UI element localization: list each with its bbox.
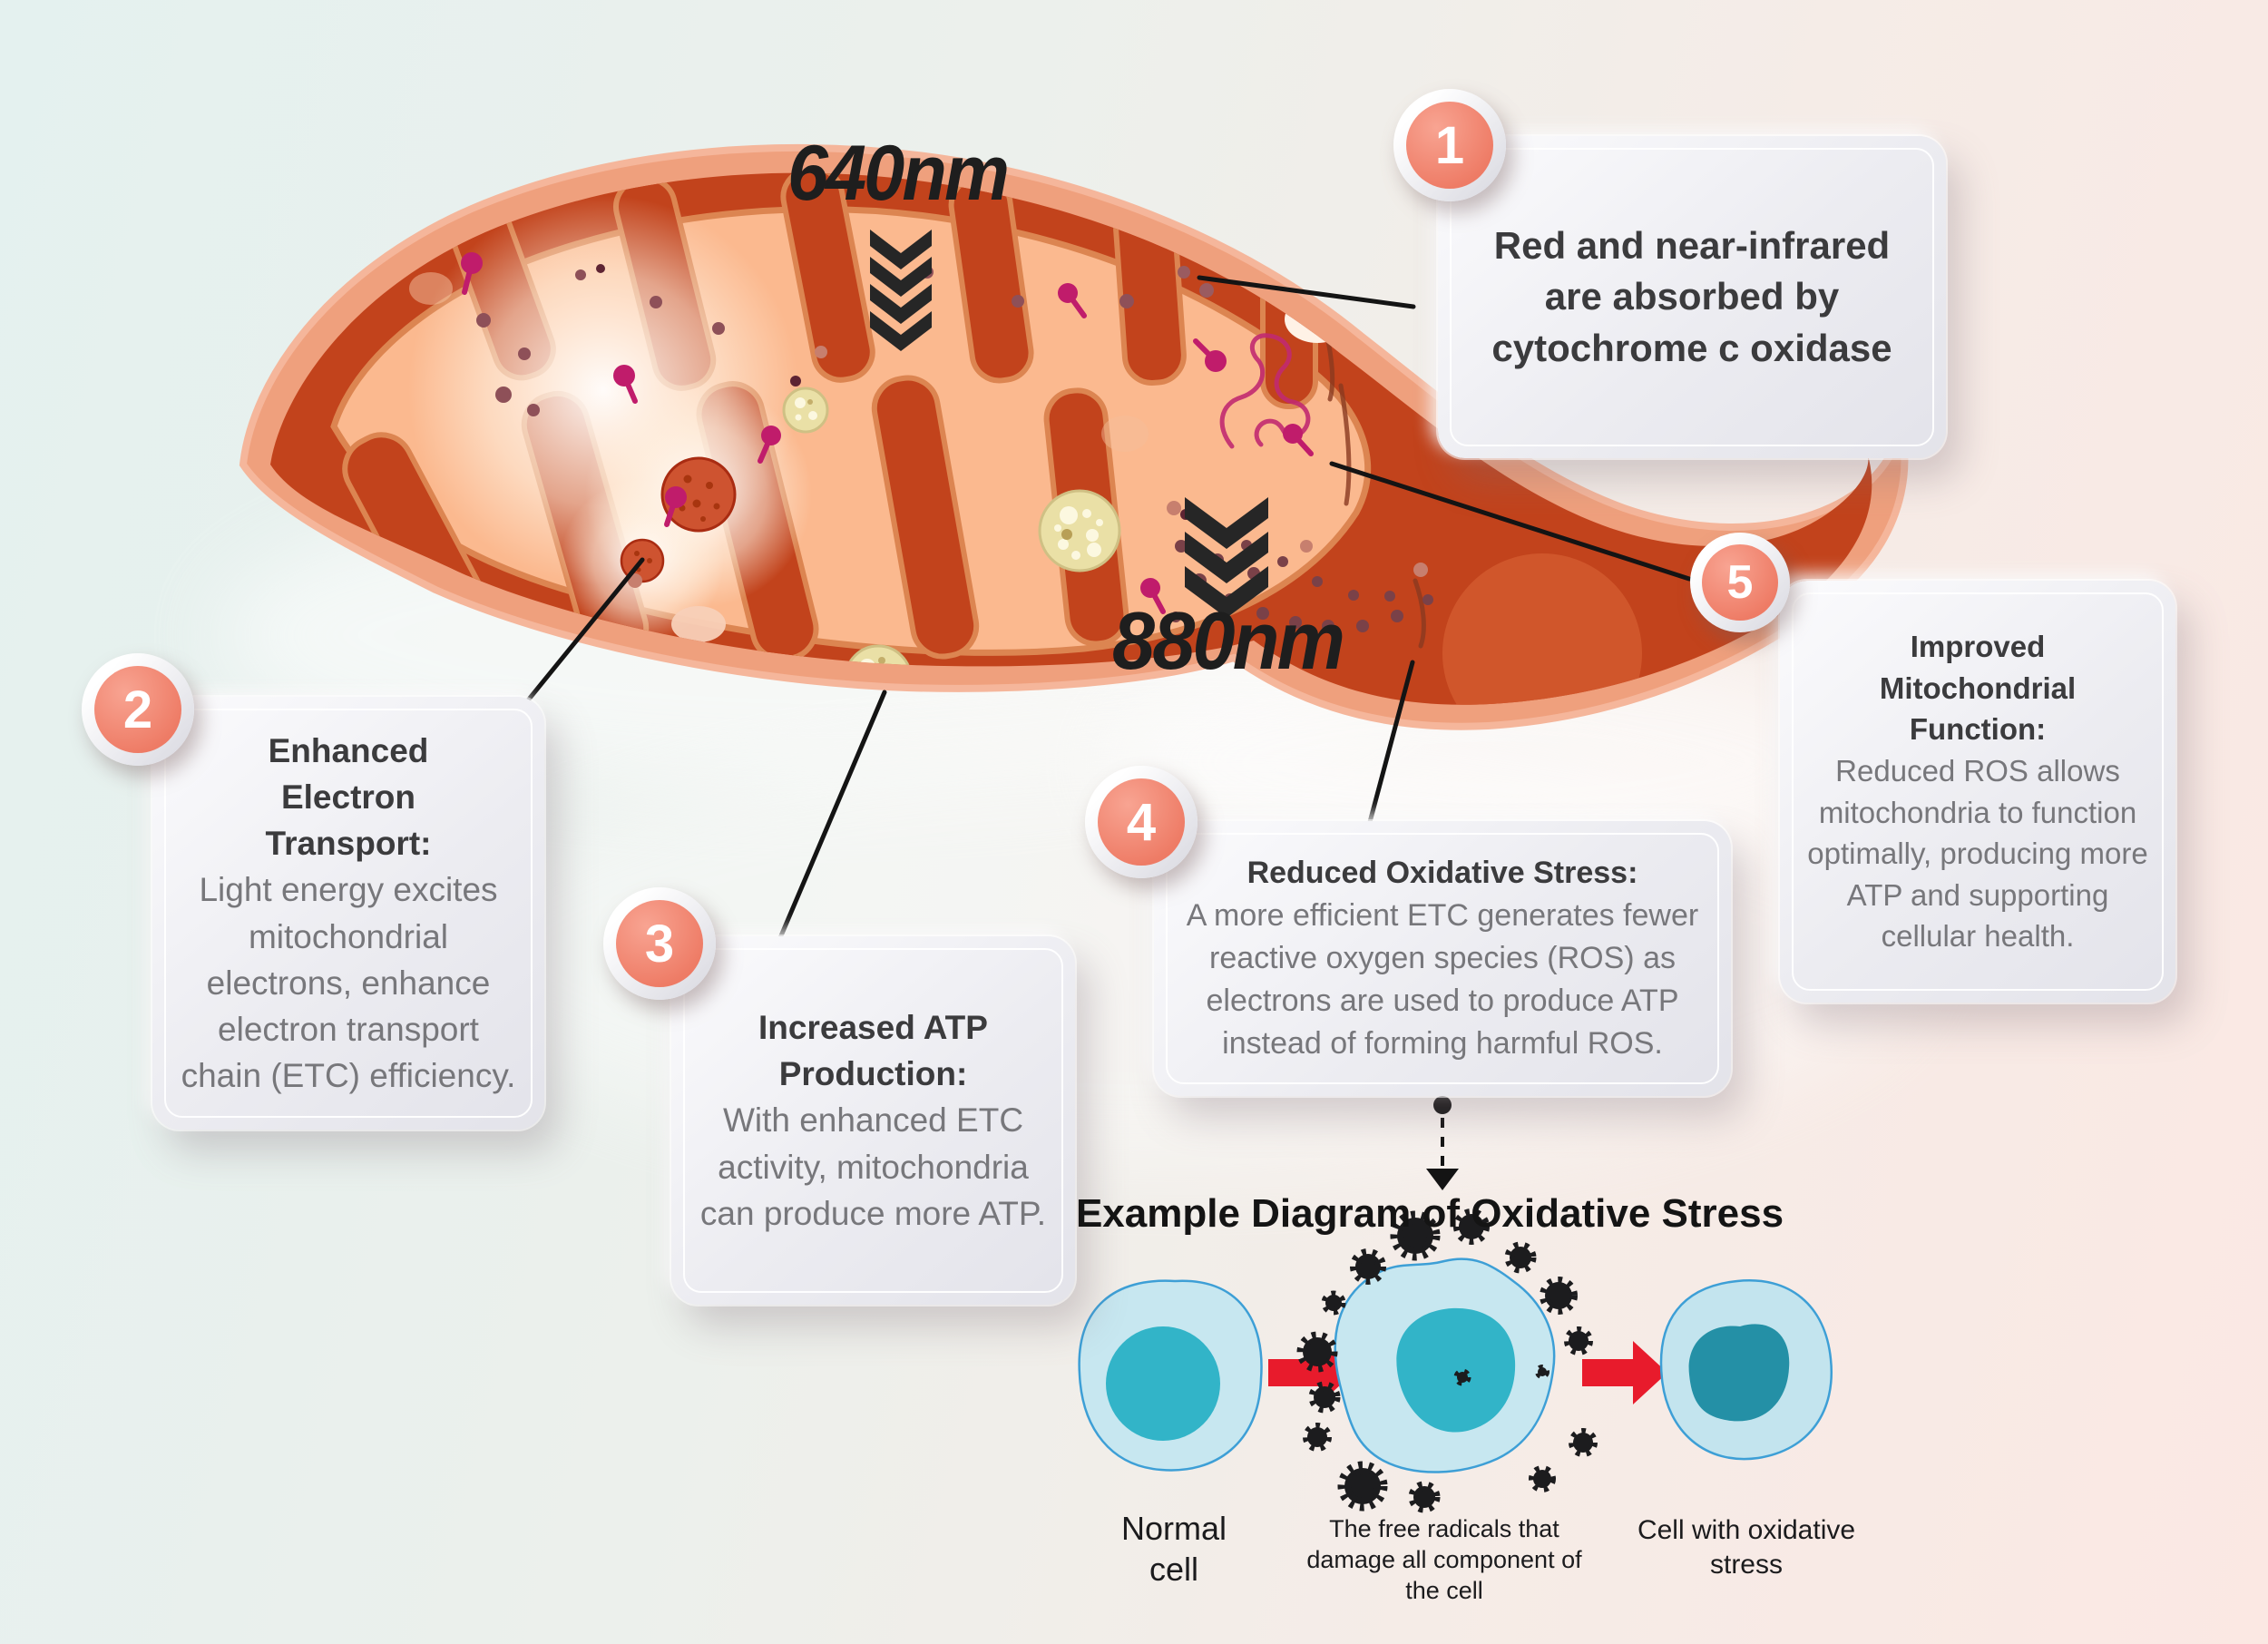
normal-cell-label: Normal cell: [1120, 1510, 1227, 1589]
step-badge-3: 3: [603, 887, 716, 1000]
damaged-cell-illustration: [1296, 1209, 1598, 1513]
callout-body: A more efficient ETC generates fewer rea…: [1186, 898, 1699, 1061]
callout-body: Reduced ROS allows mitochondria to funct…: [1807, 753, 2148, 954]
mitochondrion-illustration: [239, 144, 1909, 730]
callout-box-3: Increased ATP Production: With enhanced …: [671, 936, 1075, 1305]
normal-cell-illustration: [1078, 1279, 1263, 1472]
oxidative-stress-cell-label: Cell with oxidative stress: [1637, 1515, 1856, 1580]
cell-nucleus: [1396, 1307, 1516, 1433]
granule-icon: [1038, 489, 1121, 572]
step-number: 3: [616, 900, 703, 987]
arrow-right-icon: [1582, 1341, 1667, 1404]
step-badge-2: 2: [82, 653, 194, 766]
callout-box-2: Enhanced Electron Transport: Light energ…: [152, 697, 544, 1130]
step-badge-1: 1: [1393, 89, 1506, 201]
atp-synthase-pins: [461, 252, 1314, 702]
connector-1: [1197, 275, 1416, 309]
wavelength-label-640nm: 640nm: [787, 130, 1010, 217]
mito-dna-icon: [1219, 333, 1311, 449]
chevron-down-icon-640: [870, 230, 932, 351]
step-badge-4: 4: [1085, 766, 1198, 878]
arrow-right-icon: [1268, 1341, 1354, 1404]
step-number: 4: [1098, 778, 1185, 866]
step-number: 1: [1406, 102, 1493, 189]
step-number: 2: [94, 666, 181, 753]
free-radicals-label: The free radicals that damage all compon…: [1306, 1515, 1582, 1605]
callout-box-4: Reduced Oxidative Stress: A more efficie…: [1154, 821, 1731, 1096]
callout-box-1: Red and near-infrared are absorbed by cy…: [1438, 136, 1946, 458]
callout-body: With enhanced ETC activity, mitochondria…: [699, 1101, 1047, 1232]
nucleoid-large: [660, 456, 737, 533]
chevron-down-icon-880: [1185, 497, 1268, 618]
callout-title: Enhanced Electron Transport:: [265, 732, 432, 863]
callout-title: Reduced Oxidative Stress:: [1246, 856, 1638, 891]
callout-body: Light energy excites mitochondrial elect…: [181, 871, 516, 1094]
free-radical-icons: [1296, 1209, 1598, 1513]
cell-nucleus: [1688, 1324, 1790, 1422]
step-badge-5: 5: [1690, 533, 1790, 632]
callout-box-5: Improved Mitochondrial Function: Reduced…: [1780, 581, 2175, 1003]
stressed-cell-illustration: [1659, 1279, 1833, 1461]
granule-icon: [782, 387, 829, 434]
connector-4: [1364, 660, 1415, 838]
callout-title: Improved Mitochondrial Function:: [1879, 630, 2077, 747]
callout-body: Red and near-infrared are absorbed by cy…: [1491, 224, 1892, 369]
connector-3: [767, 690, 887, 966]
wavelength-label-880nm: 880nm: [1112, 596, 1345, 687]
callout-title: Increased ATP Production:: [758, 1009, 988, 1093]
connector-5: [1329, 461, 1692, 582]
cell-nucleus: [1106, 1326, 1220, 1441]
matrix-dots: [476, 200, 1433, 632]
oxidative-stress-diagram: [1078, 1209, 1833, 1513]
dashed-arrow-down-icon: [1426, 1096, 1459, 1190]
step-number: 5: [1702, 544, 1778, 621]
oxidative-diagram-title: Example Diagram of Oxidative Stress: [1075, 1191, 1784, 1236]
